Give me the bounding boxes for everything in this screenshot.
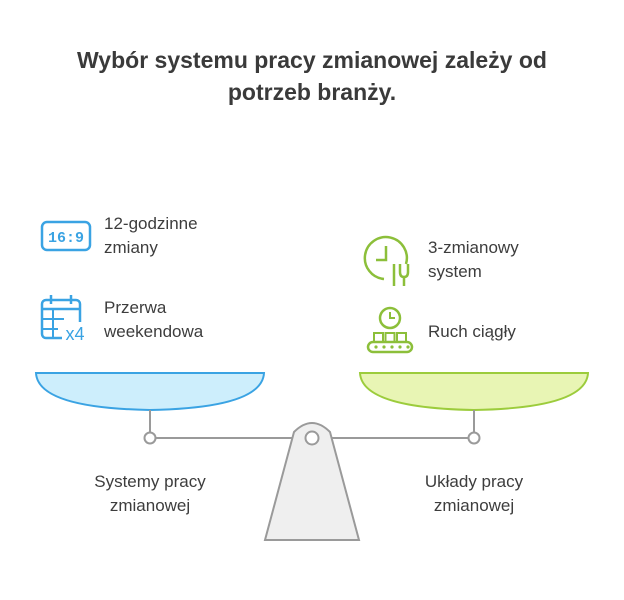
calendar-x4-icon: x4 <box>38 292 92 351</box>
item-continuous-line-1: Ruch ciągły <box>428 322 516 341</box>
title-line-1: Wybór systemu pracy zmianowej zależy od <box>77 47 547 73</box>
calendar-icon-text: x4 <box>65 324 84 344</box>
left-caption: Systemy pracy zmianowej <box>60 470 240 518</box>
item-weekend-line-1: Przerwa <box>104 298 167 317</box>
right-caption-line-2: zmianowej <box>433 496 515 515</box>
left-pan <box>34 372 266 412</box>
ratio-16-9-icon: 16:9 <box>40 220 92 257</box>
item-weekend-break: Przerwa weekendowa <box>104 296 203 344</box>
item-3-shift-line-1: 3-zmianowy <box>428 238 519 257</box>
item-3-shift-line-2: system <box>428 262 482 281</box>
right-caption-line-1: Układy pracy <box>424 472 524 491</box>
conveyor-clock-icon <box>364 304 416 361</box>
item-weekend-line-2: weekendowa <box>104 322 204 341</box>
fulcrum-pivot <box>304 430 320 446</box>
item-12h-shifts: 12-godzinne zmiany <box>104 212 198 260</box>
right-joint <box>467 431 481 445</box>
left-joint <box>143 431 157 445</box>
item-continuous: Ruch ciągły <box>428 320 516 344</box>
left-caption-line-1: Systemy pracy <box>94 472 206 491</box>
title-line-2: potrzeb branży. <box>227 79 397 105</box>
clock-fork-icon <box>362 234 416 293</box>
fulcrum <box>263 422 361 541</box>
item-12h-line-1: 12-godzinne <box>104 214 198 233</box>
item-12h-line-2: zmiany <box>104 238 158 257</box>
item-3-shift: 3-zmianowy system <box>428 236 519 284</box>
right-pan <box>358 372 590 412</box>
page-title: Wybór systemu pracy zmianowej zależy od … <box>40 44 584 108</box>
ratio-icon-text: 16:9 <box>48 230 84 247</box>
right-caption: Układy pracy zmianowej <box>384 470 564 518</box>
left-caption-line-2: zmianowej <box>109 496 191 515</box>
